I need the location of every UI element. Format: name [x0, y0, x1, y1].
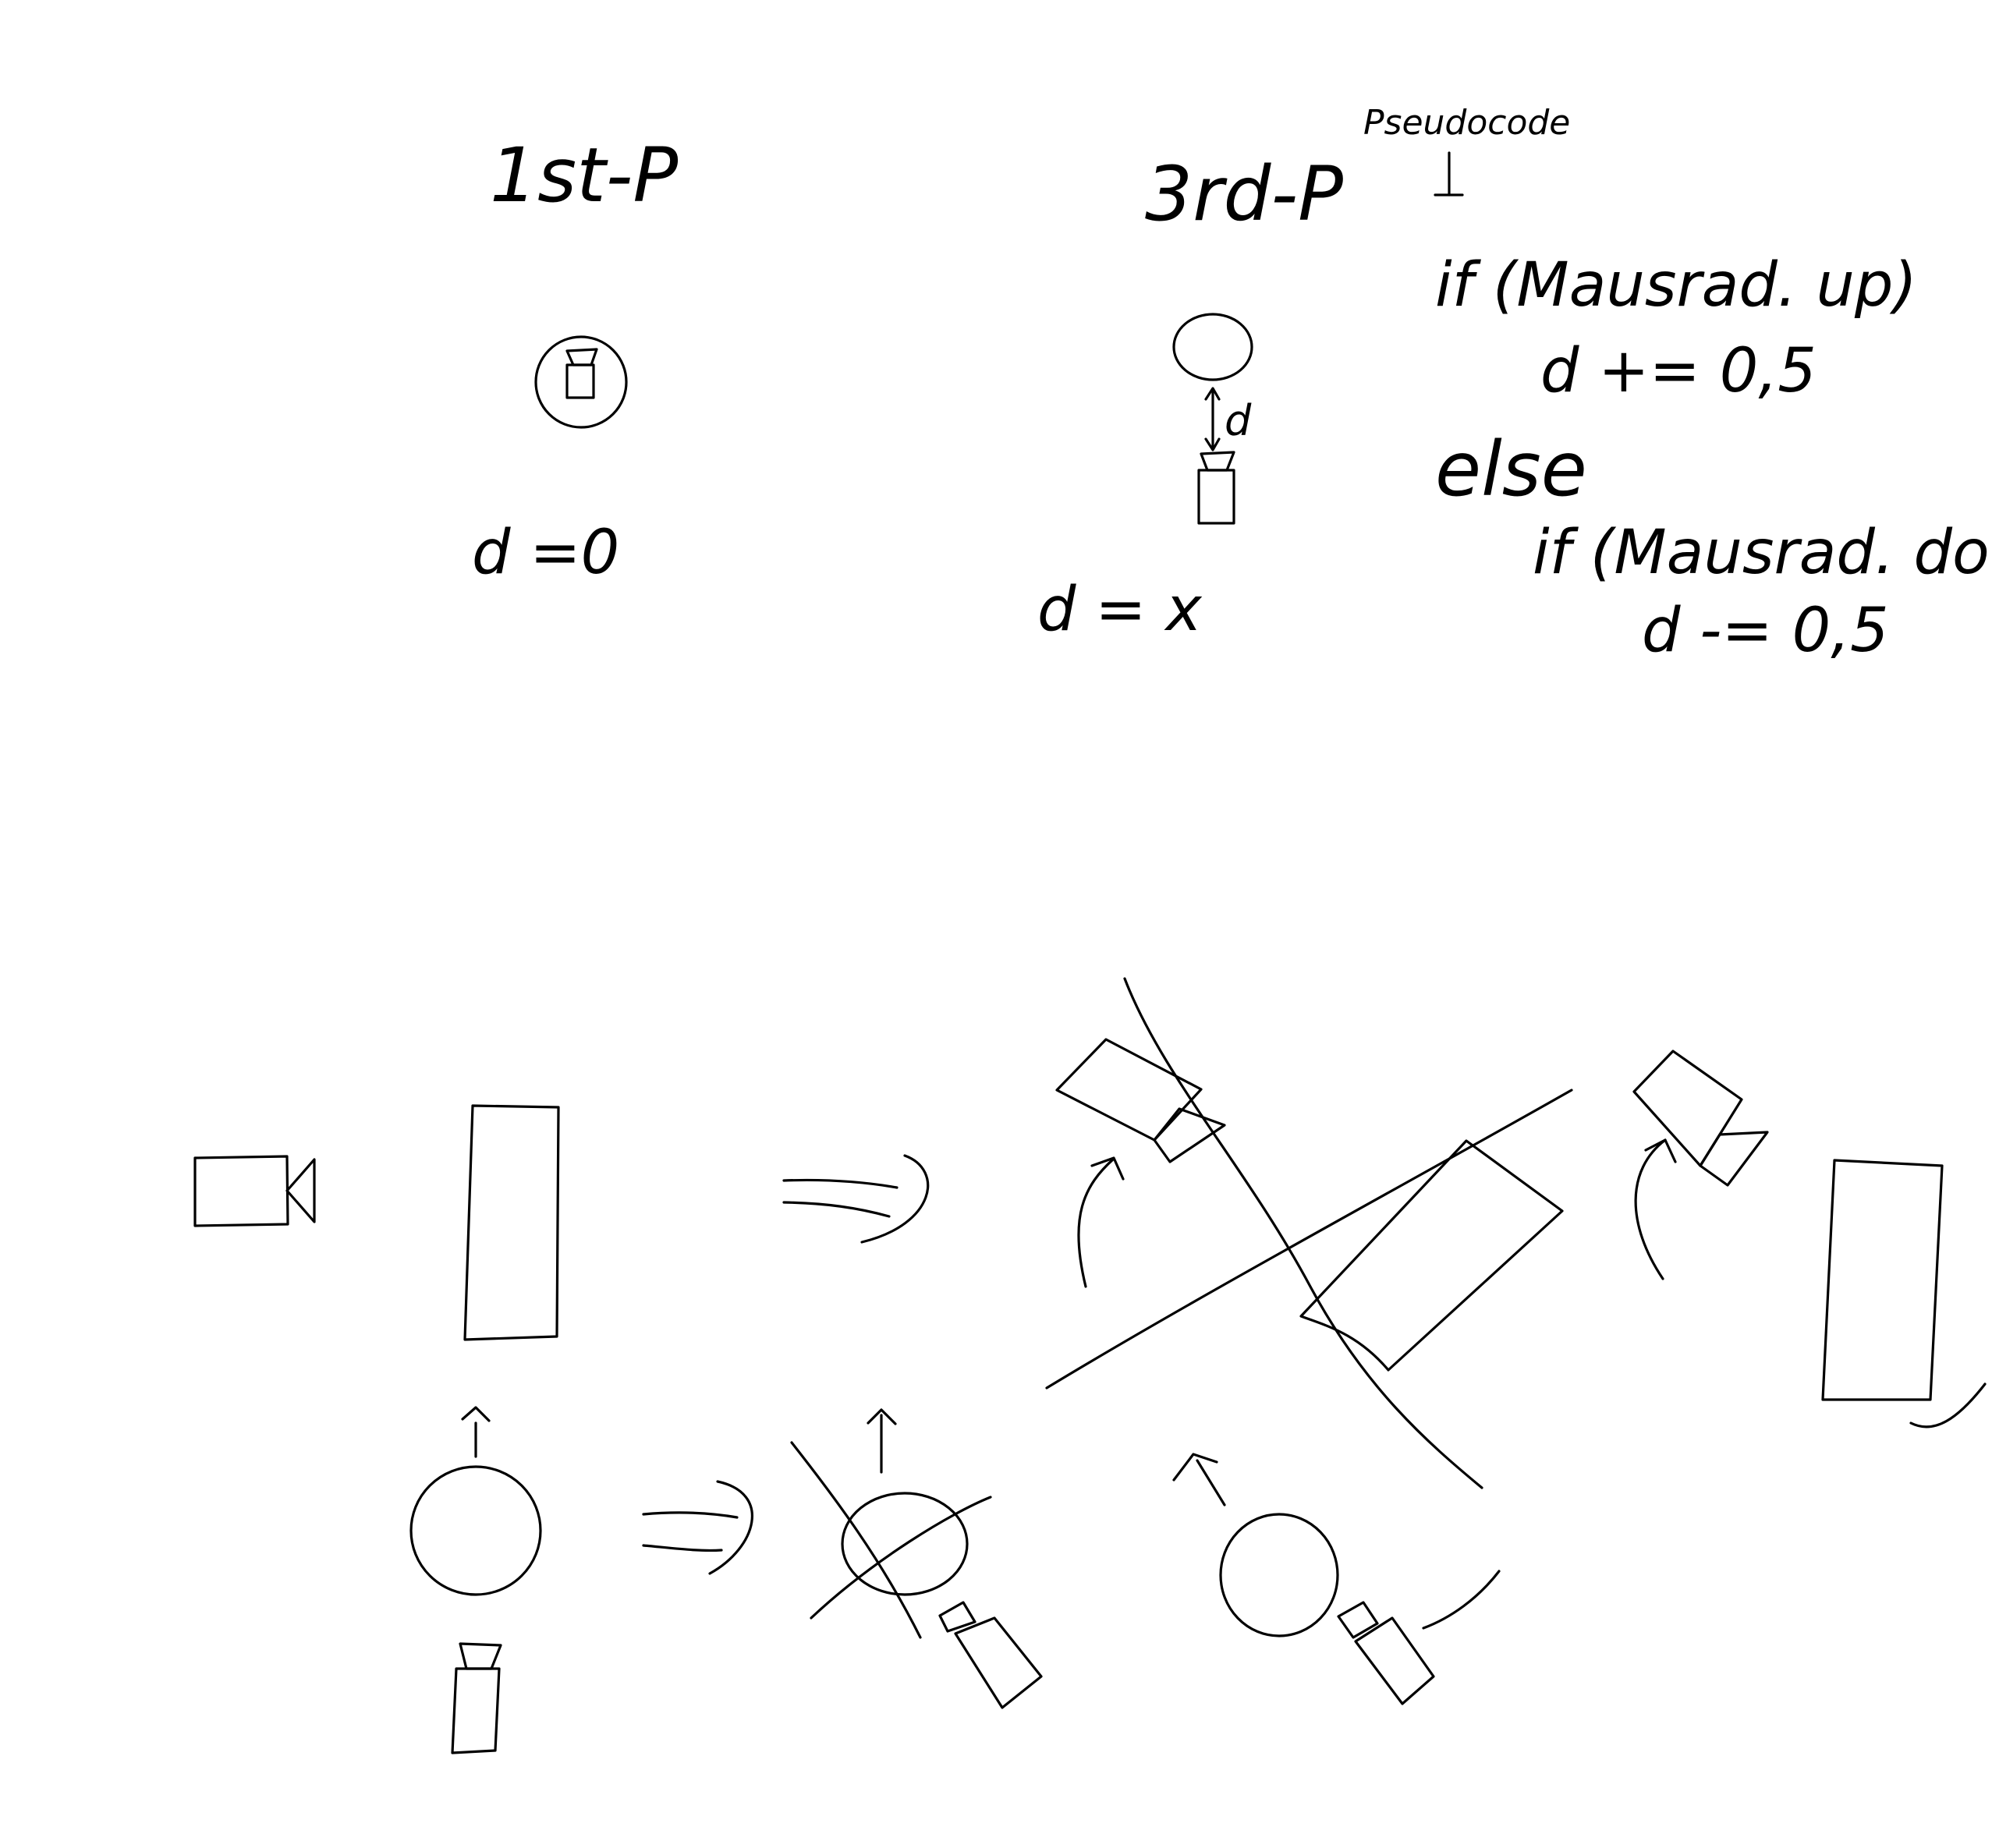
- distance-label: d: [1225, 396, 1252, 445]
- camera-icon: [1337, 1601, 1435, 1705]
- player-head-circle: [1172, 313, 1253, 381]
- pseudocode-heading: Pseudocode: [1363, 103, 1570, 143]
- player-head-circle: [534, 335, 628, 429]
- camera-icon: [938, 1601, 1043, 1709]
- topdown-player-straight: [409, 1406, 542, 1754]
- topdown-player-rotated: [1172, 1453, 1501, 1705]
- pseudocode-line: d -= 0,5: [1642, 596, 1889, 666]
- camera-icon: [565, 348, 598, 399]
- wall-rectangle: [1299, 1139, 1564, 1372]
- first-person-label: 1st-P: [490, 132, 678, 219]
- cross-out-line: [1045, 1089, 1573, 1390]
- checkmark-icon: [1422, 1570, 1501, 1630]
- rotate-arrow-icon: [1077, 1157, 1115, 1288]
- pseudocode-line: else: [1435, 426, 1587, 513]
- player-circle: [409, 1465, 542, 1596]
- first-person-figure: [534, 335, 628, 429]
- camera-icon: [451, 1642, 502, 1754]
- pseudocode-line: if (Mausrad. down): [1533, 518, 1992, 588]
- pseudocode-block: Pseudocode if (Mausrad. up) d += 0,5 els…: [1363, 103, 1992, 666]
- side-camera-icon: [193, 1155, 316, 1227]
- camera-icon: [1197, 451, 1235, 525]
- cross-out-line: [1123, 977, 1483, 1489]
- rotate-arrow-icon: [1634, 1138, 1667, 1280]
- cross-out-line: [810, 1496, 992, 1620]
- pseudocode-line: d += 0,5: [1540, 336, 1817, 406]
- implies-arrow-icon: [782, 1154, 930, 1244]
- topdown-player-crossed: [790, 1408, 1043, 1709]
- rotated-arrow-icon: [1196, 1459, 1226, 1506]
- distance-arrow-icon: [1204, 387, 1221, 451]
- player-circle: [1219, 1513, 1339, 1637]
- first-person-equation: d =0: [472, 518, 619, 588]
- pseudocode-line: if (Mausrad. up): [1435, 250, 1917, 320]
- wall-rectangle: [1821, 1159, 1944, 1401]
- third-person-equation: d = x: [1037, 575, 1202, 645]
- checkmark-icon: [1909, 1382, 1987, 1428]
- rotated-camera-correct: [1632, 1050, 1987, 1428]
- implies-arrow-icon: [642, 1480, 753, 1575]
- third-person-figure: d: [1172, 313, 1253, 525]
- wall-rectangle: [463, 1104, 560, 1341]
- cross-out-line: [790, 1441, 922, 1639]
- third-person-label: 3rd-P: [1145, 150, 1343, 238]
- player-circle: [841, 1492, 969, 1596]
- rotated-camera-crossed: [1045, 977, 1573, 1489]
- down-arrow-icon: [1434, 151, 1464, 196]
